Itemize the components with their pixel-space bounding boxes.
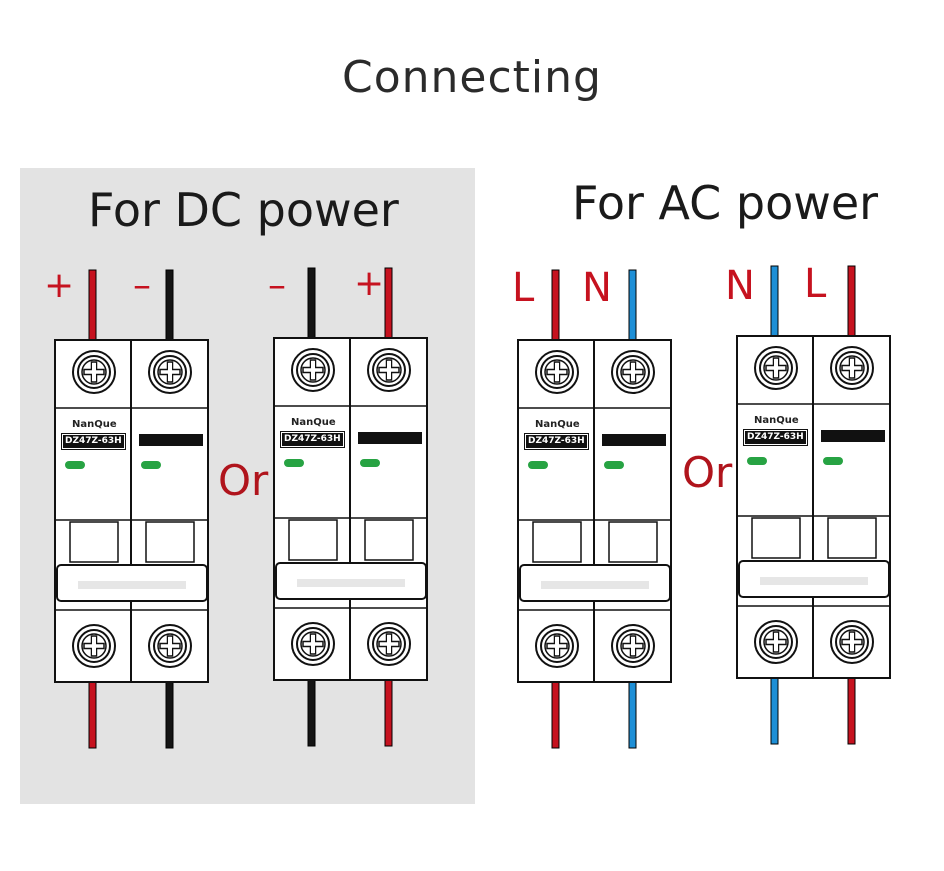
wire-top-right — [847, 265, 856, 339]
handle-highlight — [297, 579, 405, 587]
breaker-drawing — [273, 267, 428, 747]
wire-bottom-left — [551, 677, 560, 749]
breaker-brand-label: NanQue — [535, 419, 580, 430]
breaker-model-label: DZ47Z-63H — [524, 433, 589, 450]
screw-terminal-icon — [291, 622, 335, 666]
status-indicator-left — [65, 461, 85, 469]
wire-top-right — [628, 269, 637, 343]
screw-terminal-icon — [291, 348, 335, 392]
screw-terminal-icon — [611, 350, 655, 394]
wire-bottom-right — [384, 675, 393, 747]
wire-bottom-left — [307, 675, 316, 747]
screw-terminal-icon — [367, 348, 411, 392]
breaker-model-label: DZ47Z-63H — [743, 429, 808, 446]
handle-highlight — [760, 577, 868, 585]
handle-highlight — [78, 581, 186, 589]
ac-or-label: Or — [682, 448, 733, 497]
wire-top-right — [165, 269, 174, 343]
page-title: Connecting — [342, 52, 602, 103]
wire-top-left — [88, 269, 97, 343]
wire-top-left — [307, 267, 316, 341]
breaker-drawing — [517, 269, 672, 749]
wire-bottom-left — [88, 677, 97, 749]
screw-terminal-icon — [830, 620, 874, 664]
breaker-brand-label: NanQue — [291, 417, 336, 428]
screw-terminal-icon — [72, 624, 116, 668]
breaker-model-label: DZ47Z-63H — [280, 431, 345, 448]
status-indicator-right — [604, 461, 624, 469]
wire-bottom-right — [628, 677, 637, 749]
dc-right-negative-label: – — [268, 265, 286, 306]
dc-section-title: For DC power — [88, 183, 399, 237]
toggle-left — [69, 521, 119, 563]
screw-terminal-icon — [611, 624, 655, 668]
toggle-right — [145, 521, 195, 563]
wire-top-left — [551, 269, 560, 343]
wire-top-left — [770, 265, 779, 339]
screw-terminal-icon — [754, 620, 798, 664]
breaker-dc-right: NanQue DZ47Z-63H — [273, 267, 429, 750]
toggle-right — [608, 521, 658, 563]
breaker-brand-label: NanQue — [754, 415, 799, 426]
toggle-left — [532, 521, 582, 563]
ac-right-live-label: L — [804, 261, 827, 307]
breaker-dc-left: NanQue DZ47Z-63H — [54, 269, 210, 752]
status-indicator-left — [747, 457, 767, 465]
screw-terminal-icon — [148, 350, 192, 394]
ac-left-neutral-label: N — [582, 265, 612, 311]
blank-label-plate — [358, 432, 422, 444]
status-indicator-left — [528, 461, 548, 469]
toggle-right — [364, 519, 414, 561]
breaker-brand-label: NanQue — [72, 419, 117, 430]
breaker-model-label: DZ47Z-63H — [61, 433, 126, 450]
wire-top-right — [384, 267, 393, 341]
screw-terminal-icon — [148, 624, 192, 668]
screw-terminal-icon — [754, 346, 798, 390]
status-indicator-right — [823, 457, 843, 465]
dc-right-positive-label: + — [354, 263, 385, 304]
ac-right-neutral-label: N — [725, 263, 755, 309]
breaker-ac-right: NanQue DZ47Z-63H — [736, 265, 892, 748]
wire-bottom-left — [770, 673, 779, 745]
blank-label-plate — [139, 434, 203, 446]
status-indicator-left — [284, 459, 304, 467]
dc-or-label: Or — [218, 456, 269, 505]
screw-terminal-icon — [830, 346, 874, 390]
wire-bottom-right — [847, 673, 856, 745]
handle-highlight — [541, 581, 649, 589]
ac-left-live-label: L — [512, 265, 535, 311]
screw-terminal-icon — [72, 350, 116, 394]
breaker-drawing — [54, 269, 209, 749]
toggle-right — [827, 517, 877, 559]
toggle-left — [288, 519, 338, 561]
wire-bottom-right — [165, 677, 174, 749]
screw-terminal-icon — [535, 624, 579, 668]
screw-terminal-icon — [367, 622, 411, 666]
status-indicator-right — [360, 459, 380, 467]
blank-label-plate — [821, 430, 885, 442]
status-indicator-right — [141, 461, 161, 469]
dc-left-positive-label: + — [44, 265, 75, 306]
screw-terminal-icon — [535, 350, 579, 394]
breaker-ac-left: NanQue DZ47Z-63H — [517, 269, 673, 752]
dc-left-negative-label: – — [133, 265, 151, 306]
blank-label-plate — [602, 434, 666, 446]
toggle-left — [751, 517, 801, 559]
breaker-drawing — [736, 265, 891, 745]
ac-section-title: For AC power — [572, 176, 879, 230]
